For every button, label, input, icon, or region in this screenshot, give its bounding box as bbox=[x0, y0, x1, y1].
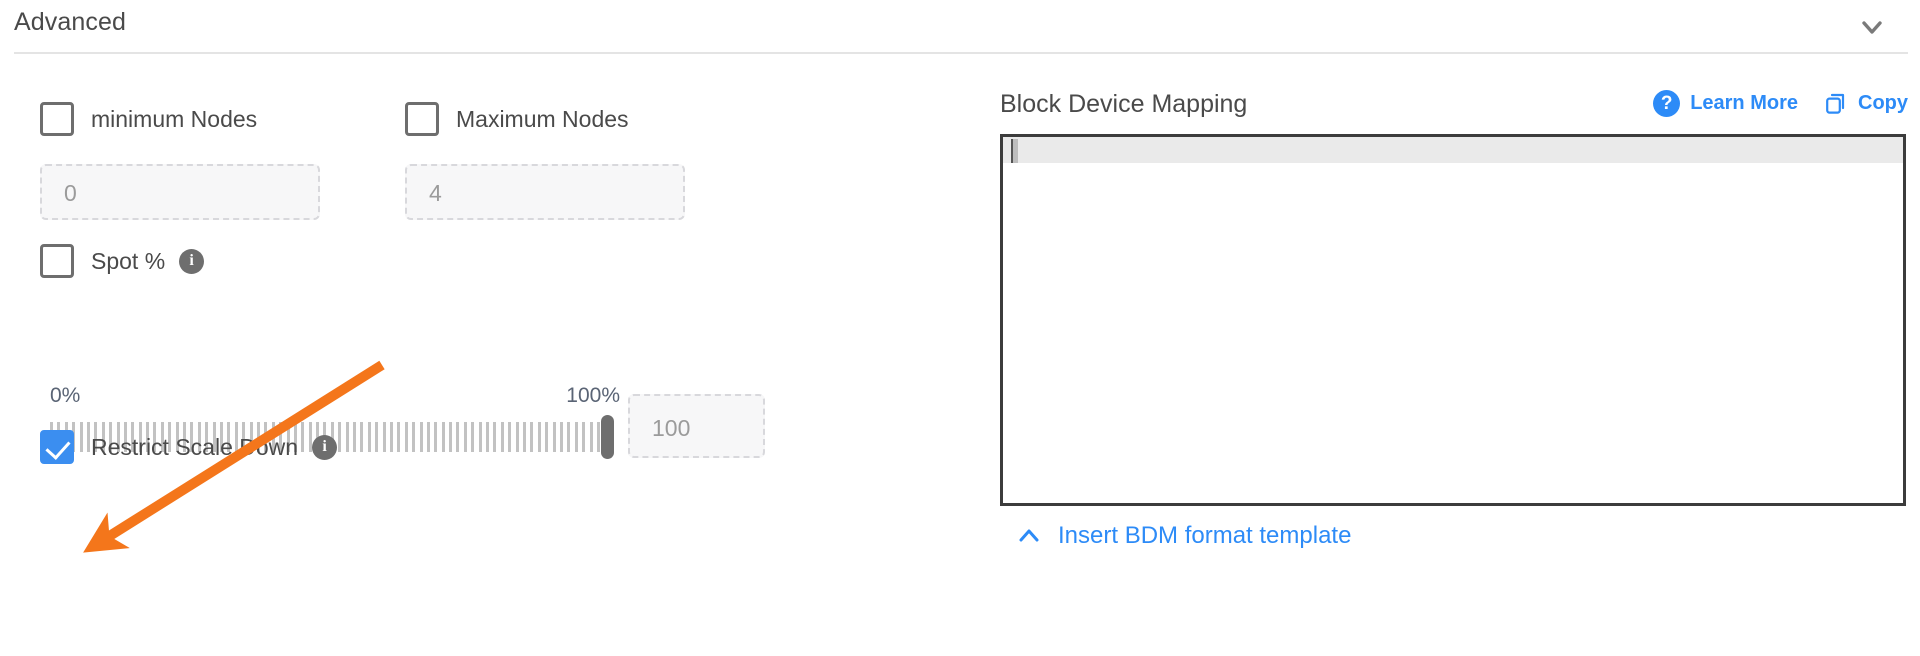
slider-tick bbox=[567, 422, 571, 452]
slider-tick bbox=[523, 422, 526, 452]
slider-tick bbox=[434, 422, 438, 452]
slider-tick bbox=[471, 422, 475, 452]
slider-handle[interactable] bbox=[601, 415, 614, 459]
slider-tick bbox=[404, 422, 408, 452]
minimum-nodes-input[interactable]: 0 bbox=[40, 164, 320, 220]
slider-tick bbox=[589, 422, 593, 452]
slider-tick bbox=[382, 422, 386, 452]
slider-tick bbox=[449, 422, 453, 452]
learn-more-link[interactable]: ? Learn More bbox=[1653, 90, 1798, 117]
maximum-nodes-checkbox[interactable] bbox=[405, 102, 439, 136]
header-divider bbox=[14, 52, 1908, 54]
editor-active-line bbox=[1003, 137, 1903, 163]
slider-tick bbox=[515, 422, 519, 452]
copy-icon bbox=[1824, 92, 1848, 116]
maximum-nodes-label: Maximum Nodes bbox=[456, 105, 629, 132]
section-header: Advanced bbox=[0, 0, 1920, 54]
slider-tick bbox=[360, 422, 364, 452]
slider-tick bbox=[545, 422, 549, 452]
chevron-down-icon[interactable] bbox=[1856, 11, 1888, 43]
slider-tick bbox=[500, 422, 504, 452]
slider-tick bbox=[508, 422, 512, 452]
question-circle-icon: ? bbox=[1653, 90, 1681, 117]
slider-tick bbox=[101, 422, 105, 452]
copy-button[interactable]: Copy bbox=[1824, 92, 1908, 116]
slider-tick bbox=[441, 422, 445, 452]
page-title: Advanced bbox=[14, 8, 126, 36]
slider-tick bbox=[456, 422, 460, 452]
slider-tick bbox=[426, 422, 430, 452]
copy-label: Copy bbox=[1858, 92, 1908, 114]
restrict-scale-down-checkbox[interactable] bbox=[40, 430, 74, 464]
slider-tick bbox=[375, 422, 379, 452]
slider-tick bbox=[596, 422, 600, 452]
slider-tick bbox=[486, 422, 490, 452]
slider-min-label: 0% bbox=[50, 384, 81, 407]
slider-tick bbox=[559, 422, 563, 452]
slider-tick bbox=[79, 422, 83, 452]
slider-tick bbox=[397, 422, 401, 452]
info-icon[interactable]: i bbox=[179, 248, 205, 274]
insert-bdm-template-link[interactable]: Insert BDM format template bbox=[1016, 522, 1351, 550]
slider-tick bbox=[86, 422, 90, 452]
block-device-mapping-actions: ? Learn More Copy bbox=[1653, 90, 1908, 117]
block-device-mapping-group: Block Device Mapping ? Learn More Copy bbox=[1000, 54, 1920, 656]
info-icon[interactable]: i bbox=[312, 434, 338, 460]
slider-tick bbox=[419, 422, 423, 452]
chevron-up-icon bbox=[1016, 523, 1042, 549]
block-device-mapping-editor[interactable] bbox=[1000, 134, 1906, 506]
slider-tick bbox=[530, 422, 534, 452]
editor-gutter-marker bbox=[1011, 139, 1018, 163]
slider-tick bbox=[552, 422, 556, 452]
slider-tick bbox=[574, 422, 578, 452]
minimum-nodes-checkbox-row[interactable]: minimum Nodes bbox=[40, 102, 257, 136]
slider-tick bbox=[537, 422, 541, 452]
slider-tick bbox=[582, 422, 586, 452]
slider-tick bbox=[463, 422, 467, 452]
spot-percent-checkbox[interactable] bbox=[40, 244, 74, 278]
minimum-nodes-label: minimum Nodes bbox=[91, 105, 258, 132]
slider-tick bbox=[338, 422, 342, 452]
slider-tick bbox=[478, 422, 482, 452]
restrict-scale-down-checkbox-row[interactable]: Restrict Scale Down i bbox=[40, 430, 338, 464]
scaling-options-group: minimum Nodes 0 Maximum Nodes 4 Spot % i… bbox=[0, 54, 980, 656]
slider-tick bbox=[389, 422, 393, 452]
editor-caret bbox=[1011, 139, 1013, 163]
slider-max-label: 100% bbox=[566, 384, 620, 407]
maximum-nodes-checkbox-row[interactable]: Maximum Nodes bbox=[405, 102, 629, 136]
spot-percent-checkbox-row[interactable]: Spot % i bbox=[40, 244, 205, 278]
block-device-mapping-title: Block Device Mapping bbox=[1000, 90, 1248, 118]
restrict-scale-down-label: Restrict Scale Down bbox=[91, 433, 299, 460]
slider-tick bbox=[94, 422, 98, 452]
maximum-nodes-input[interactable]: 4 bbox=[405, 164, 685, 220]
insert-bdm-template-label: Insert BDM format template bbox=[1058, 522, 1352, 549]
slider-tick bbox=[412, 422, 416, 452]
slider-tick bbox=[493, 422, 497, 452]
spot-percent-value-input[interactable]: 100 bbox=[628, 394, 765, 458]
slider-tick bbox=[345, 422, 349, 452]
spot-percent-label: Spot % bbox=[91, 247, 166, 274]
slider-tick bbox=[367, 422, 371, 452]
learn-more-label: Learn More bbox=[1690, 92, 1798, 114]
minimum-nodes-checkbox[interactable] bbox=[40, 102, 74, 136]
slider-tick bbox=[353, 422, 357, 452]
